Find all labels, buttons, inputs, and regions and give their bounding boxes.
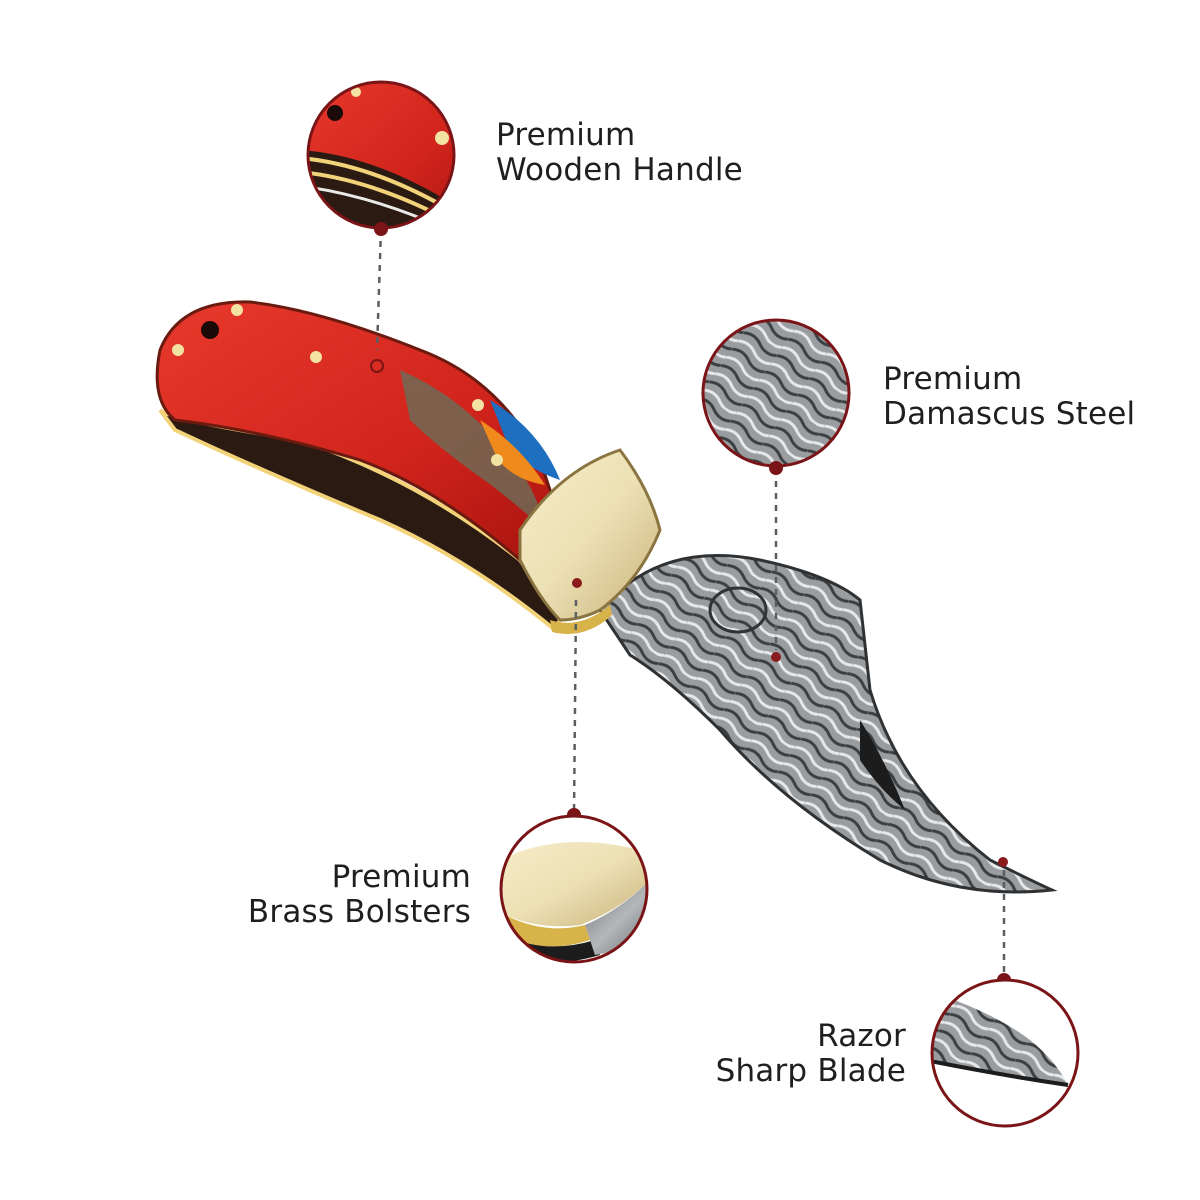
- damascus-blade: [598, 554, 1058, 894]
- handle-pin: [231, 304, 243, 316]
- feature-label-line1: Premium: [883, 361, 1023, 397]
- leader-lines: [375, 228, 1006, 980]
- feature-label-blade: Razor Sharp Blade: [716, 1019, 906, 1089]
- handle-pin: [472, 399, 484, 411]
- brass-bolster: [518, 448, 662, 622]
- feature-label-steel: Premium Damascus Steel: [883, 362, 1135, 432]
- damascus-steel-closeup: [701, 318, 851, 475]
- lanyard-hole: [201, 321, 219, 339]
- maker-mark: [708, 586, 768, 634]
- blade-thumb-groove: [860, 720, 905, 810]
- handle-pin: [310, 351, 322, 363]
- feature-label-line1: Premium: [331, 859, 471, 895]
- handle-wood-grain: [400, 370, 545, 530]
- blade-tip-closeup: [930, 973, 1080, 1128]
- feature-label-handle: Premium Wooden Handle: [496, 118, 743, 188]
- marker-steel: [771, 652, 781, 662]
- brass-bolster-closeup: [499, 808, 649, 964]
- marker-tip: [998, 857, 1008, 867]
- handle-pin: [491, 454, 503, 466]
- marker-bolster: [572, 578, 582, 588]
- folding-knife: [155, 300, 1058, 894]
- wooden-handle-closeup: [306, 80, 456, 236]
- marker-handle: [370, 359, 384, 373]
- feature-label-line2: Sharp Blade: [715, 1053, 906, 1089]
- feature-label-line1: Razor: [817, 1018, 906, 1054]
- feature-label-line2: Wooden Handle: [496, 152, 743, 188]
- feature-label-line2: Brass Bolsters: [247, 894, 471, 930]
- feature-label-line2: Damascus Steel: [883, 396, 1136, 432]
- handle-color-stripe: [490, 400, 560, 480]
- feature-label-line1: Premium: [496, 117, 636, 153]
- feature-label-bolsters: Premium Brass Bolsters: [248, 860, 471, 930]
- handle-pin: [172, 344, 184, 356]
